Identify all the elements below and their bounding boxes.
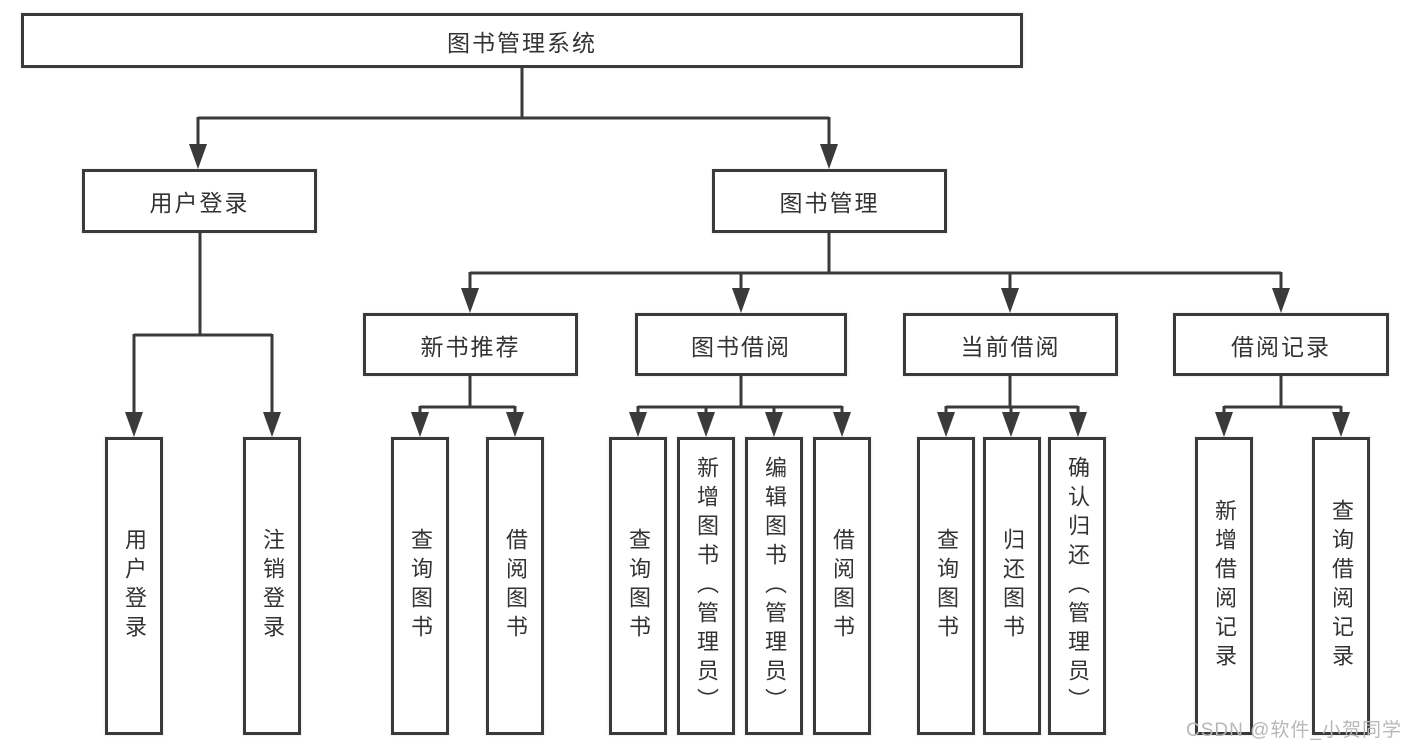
leaf-add-borrow-record-label: 新增借阅记录 bbox=[1212, 499, 1237, 673]
node-current-borrowing: 当前借阅 bbox=[903, 313, 1118, 376]
leaf-user-login: 用户登录 bbox=[105, 437, 163, 735]
leaf-query-books-current-label: 查询图书 bbox=[934, 528, 959, 644]
leaf-add-books-admin-label: 新增图书（管理员） bbox=[694, 455, 719, 717]
leaf-logout: 注销登录 bbox=[243, 437, 301, 735]
connector-current-borrowing-to-leaves bbox=[944, 376, 1080, 414]
leaf-borrow-books-recommend-label: 借阅图书 bbox=[503, 528, 528, 644]
node-user-login-label: 用户登录 bbox=[149, 190, 250, 216]
leaf-add-books-admin: 新增图书（管理员） bbox=[677, 437, 735, 735]
node-root-system: 图书管理系统 bbox=[21, 13, 1023, 68]
node-book-borrowing: 图书借阅 bbox=[635, 313, 847, 376]
node-borrowing-records-label: 借阅记录 bbox=[1231, 333, 1331, 360]
connector-user-login-to-leaves bbox=[132, 233, 274, 414]
arrowheads-level2 bbox=[189, 144, 838, 169]
leaf-return-books-label: 归还图书 bbox=[1000, 528, 1025, 644]
leaf-query-borrow-record: 查询借阅记录 bbox=[1312, 437, 1370, 735]
leaf-add-borrow-record: 新增借阅记录 bbox=[1195, 437, 1253, 735]
connector-book-borrowing-to-leaves bbox=[636, 376, 844, 414]
node-new-book-recommendation-label: 新书推荐 bbox=[420, 333, 521, 360]
node-current-borrowing-label: 当前借阅 bbox=[960, 333, 1061, 360]
leaf-logout-label: 注销登录 bbox=[260, 528, 285, 644]
leaf-query-books-recommend-label: 查询图书 bbox=[408, 528, 433, 644]
leaf-confirm-return-admin-label: 确认归还（管理员） bbox=[1065, 455, 1090, 717]
csdn-watermark: CSDN @软件_小贺同学 bbox=[1186, 720, 1402, 741]
node-book-management: 图书管理 bbox=[712, 169, 947, 233]
connector-borrowing-records-to-leaves bbox=[1222, 376, 1343, 414]
connector-book-management-to-level3 bbox=[468, 233, 1283, 290]
leaf-borrow-books-recommend: 借阅图书 bbox=[486, 437, 544, 735]
leaf-return-books: 归还图书 bbox=[983, 437, 1041, 735]
arrowheads-current-borrowing-leaves bbox=[937, 412, 1087, 437]
leaf-query-books-borrowing: 查询图书 bbox=[609, 437, 667, 735]
connector-new-book-to-leaves bbox=[418, 376, 517, 414]
node-new-book-recommendation: 新书推荐 bbox=[363, 313, 578, 376]
leaf-edit-books-admin-label: 编辑图书（管理员） bbox=[762, 455, 787, 717]
arrowheads-user-login-leaves bbox=[125, 412, 281, 437]
arrowheads-new-book-leaves bbox=[411, 412, 524, 437]
leaf-borrow-books-borrowing-label: 借阅图书 bbox=[830, 528, 855, 644]
node-book-borrowing-label: 图书借阅 bbox=[691, 333, 791, 360]
connector-root-to-level2 bbox=[196, 68, 831, 146]
arrowheads-borrowing-records-leaves bbox=[1215, 412, 1350, 437]
arrowheads-level3 bbox=[461, 288, 1290, 313]
leaf-query-books-recommend: 查询图书 bbox=[391, 437, 449, 735]
leaf-edit-books-admin: 编辑图书（管理员） bbox=[745, 437, 803, 735]
node-root-label: 图书管理系统 bbox=[447, 29, 597, 56]
leaf-query-books-borrowing-label: 查询图书 bbox=[626, 528, 651, 644]
leaf-user-login-label: 用户登录 bbox=[122, 528, 147, 644]
node-book-management-label: 图书管理 bbox=[779, 190, 880, 216]
leaf-query-books-current: 查询图书 bbox=[917, 437, 975, 735]
leaf-confirm-return-admin: 确认归还（管理员） bbox=[1048, 437, 1106, 735]
node-user-login: 用户登录 bbox=[82, 169, 317, 233]
arrowheads-book-borrowing-leaves bbox=[629, 412, 851, 437]
leaf-borrow-books-borrowing: 借阅图书 bbox=[813, 437, 871, 735]
node-borrowing-records: 借阅记录 bbox=[1173, 313, 1389, 376]
leaf-query-borrow-record-label: 查询借阅记录 bbox=[1329, 499, 1354, 673]
